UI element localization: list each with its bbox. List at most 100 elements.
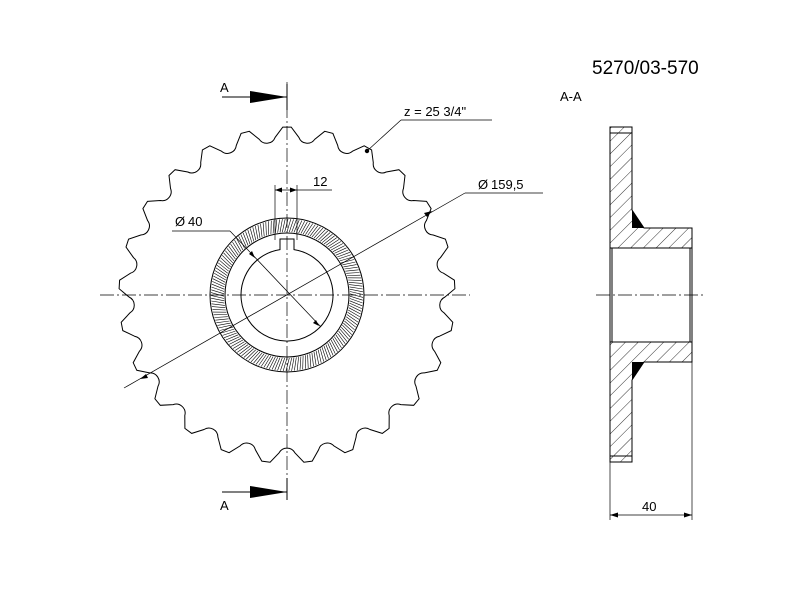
knurl-tick <box>237 344 249 353</box>
knurl-tick <box>348 279 362 281</box>
knurl-tick <box>339 328 349 340</box>
knurl-tick <box>212 309 226 311</box>
hub-knurling <box>210 218 364 372</box>
knurl-tick <box>313 351 317 366</box>
section-view: A-A 40 <box>560 89 706 520</box>
knurl-tick <box>211 286 225 292</box>
knurl-tick <box>346 314 359 323</box>
teeth-count-label: z = 25 3/4" <box>404 104 466 119</box>
knurl-tick <box>349 286 363 290</box>
knurl-tick <box>214 270 227 279</box>
knurl-tick <box>219 326 233 331</box>
knurl-tick <box>286 219 292 233</box>
knurl-tick <box>321 233 333 243</box>
knurl-tick <box>299 356 302 370</box>
knurl-tick <box>214 316 228 318</box>
weld-fillet-upper <box>632 210 644 228</box>
knurl-tick <box>250 228 255 242</box>
knurl-tick <box>346 272 360 274</box>
knurl-tick <box>279 219 283 233</box>
knurl-tick <box>218 262 229 272</box>
knurl-tick <box>213 275 226 283</box>
knurl-tick <box>309 353 312 368</box>
knurl-tick <box>234 239 242 252</box>
section-solid-upper <box>609 126 693 249</box>
knurl-tick <box>217 322 231 326</box>
section-marker-top: A <box>220 80 288 110</box>
knurl-tick <box>220 257 231 268</box>
knurl-tick <box>253 352 263 364</box>
weld-fillet-lower <box>632 362 644 380</box>
outer-diameter-value: 159,5 <box>491 177 524 192</box>
knurl-tick <box>215 318 229 321</box>
knurl-tick <box>258 354 267 366</box>
knurl-tick <box>266 356 274 369</box>
knurl-tick <box>250 351 261 363</box>
knurl-tick <box>335 334 344 347</box>
knurl-tick <box>241 347 253 357</box>
knurl-tick <box>255 225 259 240</box>
knurl-tick <box>349 293 364 298</box>
knurl-tick <box>234 342 247 351</box>
knurl-tick <box>277 219 280 233</box>
knurl-tick <box>228 246 237 258</box>
knurl-tick <box>271 357 278 370</box>
knurl-tick <box>230 339 244 347</box>
knurl-tick <box>337 332 346 344</box>
knurl-tick <box>296 356 299 371</box>
knurl-tick <box>215 267 228 276</box>
knurl-tick <box>230 243 239 256</box>
knurl-tick <box>349 300 363 307</box>
knurl-tick <box>294 357 297 371</box>
knurl-tick <box>313 227 324 239</box>
knurl-tick <box>280 357 285 371</box>
knurl-tick <box>338 254 352 260</box>
knurl-tick <box>245 349 257 360</box>
knurl-tick <box>260 223 263 238</box>
knurl-tick <box>229 338 242 345</box>
knurl-tick <box>330 243 344 251</box>
knurl-tick <box>320 232 331 242</box>
knurl-tick <box>262 222 265 237</box>
outer-diameter-dimension: Ø 159,5 <box>123 177 543 389</box>
section-letter-bottom: A <box>220 498 229 513</box>
knurl-tick <box>216 320 230 324</box>
knurl-tick <box>285 357 290 372</box>
knurl-tick <box>346 316 358 325</box>
knurl-tick <box>317 349 322 363</box>
knurl-tick <box>226 248 236 260</box>
keyway-width-value: 12 <box>313 174 327 189</box>
knurl-tick <box>338 330 348 342</box>
knurl-tick <box>210 292 225 297</box>
knurl-tick <box>211 306 226 308</box>
knurl-tick <box>232 341 245 349</box>
knurl-tick <box>332 338 340 351</box>
knurl-tick <box>282 357 288 371</box>
knurl-tick <box>255 353 265 365</box>
knurl-tick <box>257 224 261 239</box>
knurl-tick <box>337 252 351 258</box>
bore-diameter-value: 40 <box>188 214 202 229</box>
hub-width-dimension: 40 <box>609 362 693 520</box>
knurl-tick <box>275 219 278 234</box>
knurl-tick <box>219 259 230 270</box>
knurl-tick <box>342 261 356 266</box>
knurl-tick <box>319 348 324 362</box>
knurl-tick <box>342 324 353 335</box>
knurl-tick <box>238 236 245 249</box>
part-number: 5270/03-570 <box>592 58 699 79</box>
knurl-tick <box>263 355 272 368</box>
knurl-tick <box>323 345 329 359</box>
knurl-tick <box>315 229 326 240</box>
knurl-tick <box>300 221 308 234</box>
knurl-tick <box>334 336 342 349</box>
section-letter-top: A <box>220 80 229 95</box>
knurl-tick <box>349 302 362 309</box>
knurl-tick <box>277 357 283 371</box>
bore-with-keyway <box>240 238 334 342</box>
knurl-tick <box>211 297 225 302</box>
outer-diameter-symbol: Ø <box>478 177 488 192</box>
knurl-tick <box>311 226 321 238</box>
knurl-tick <box>344 266 358 270</box>
knurl-tick <box>349 298 363 304</box>
